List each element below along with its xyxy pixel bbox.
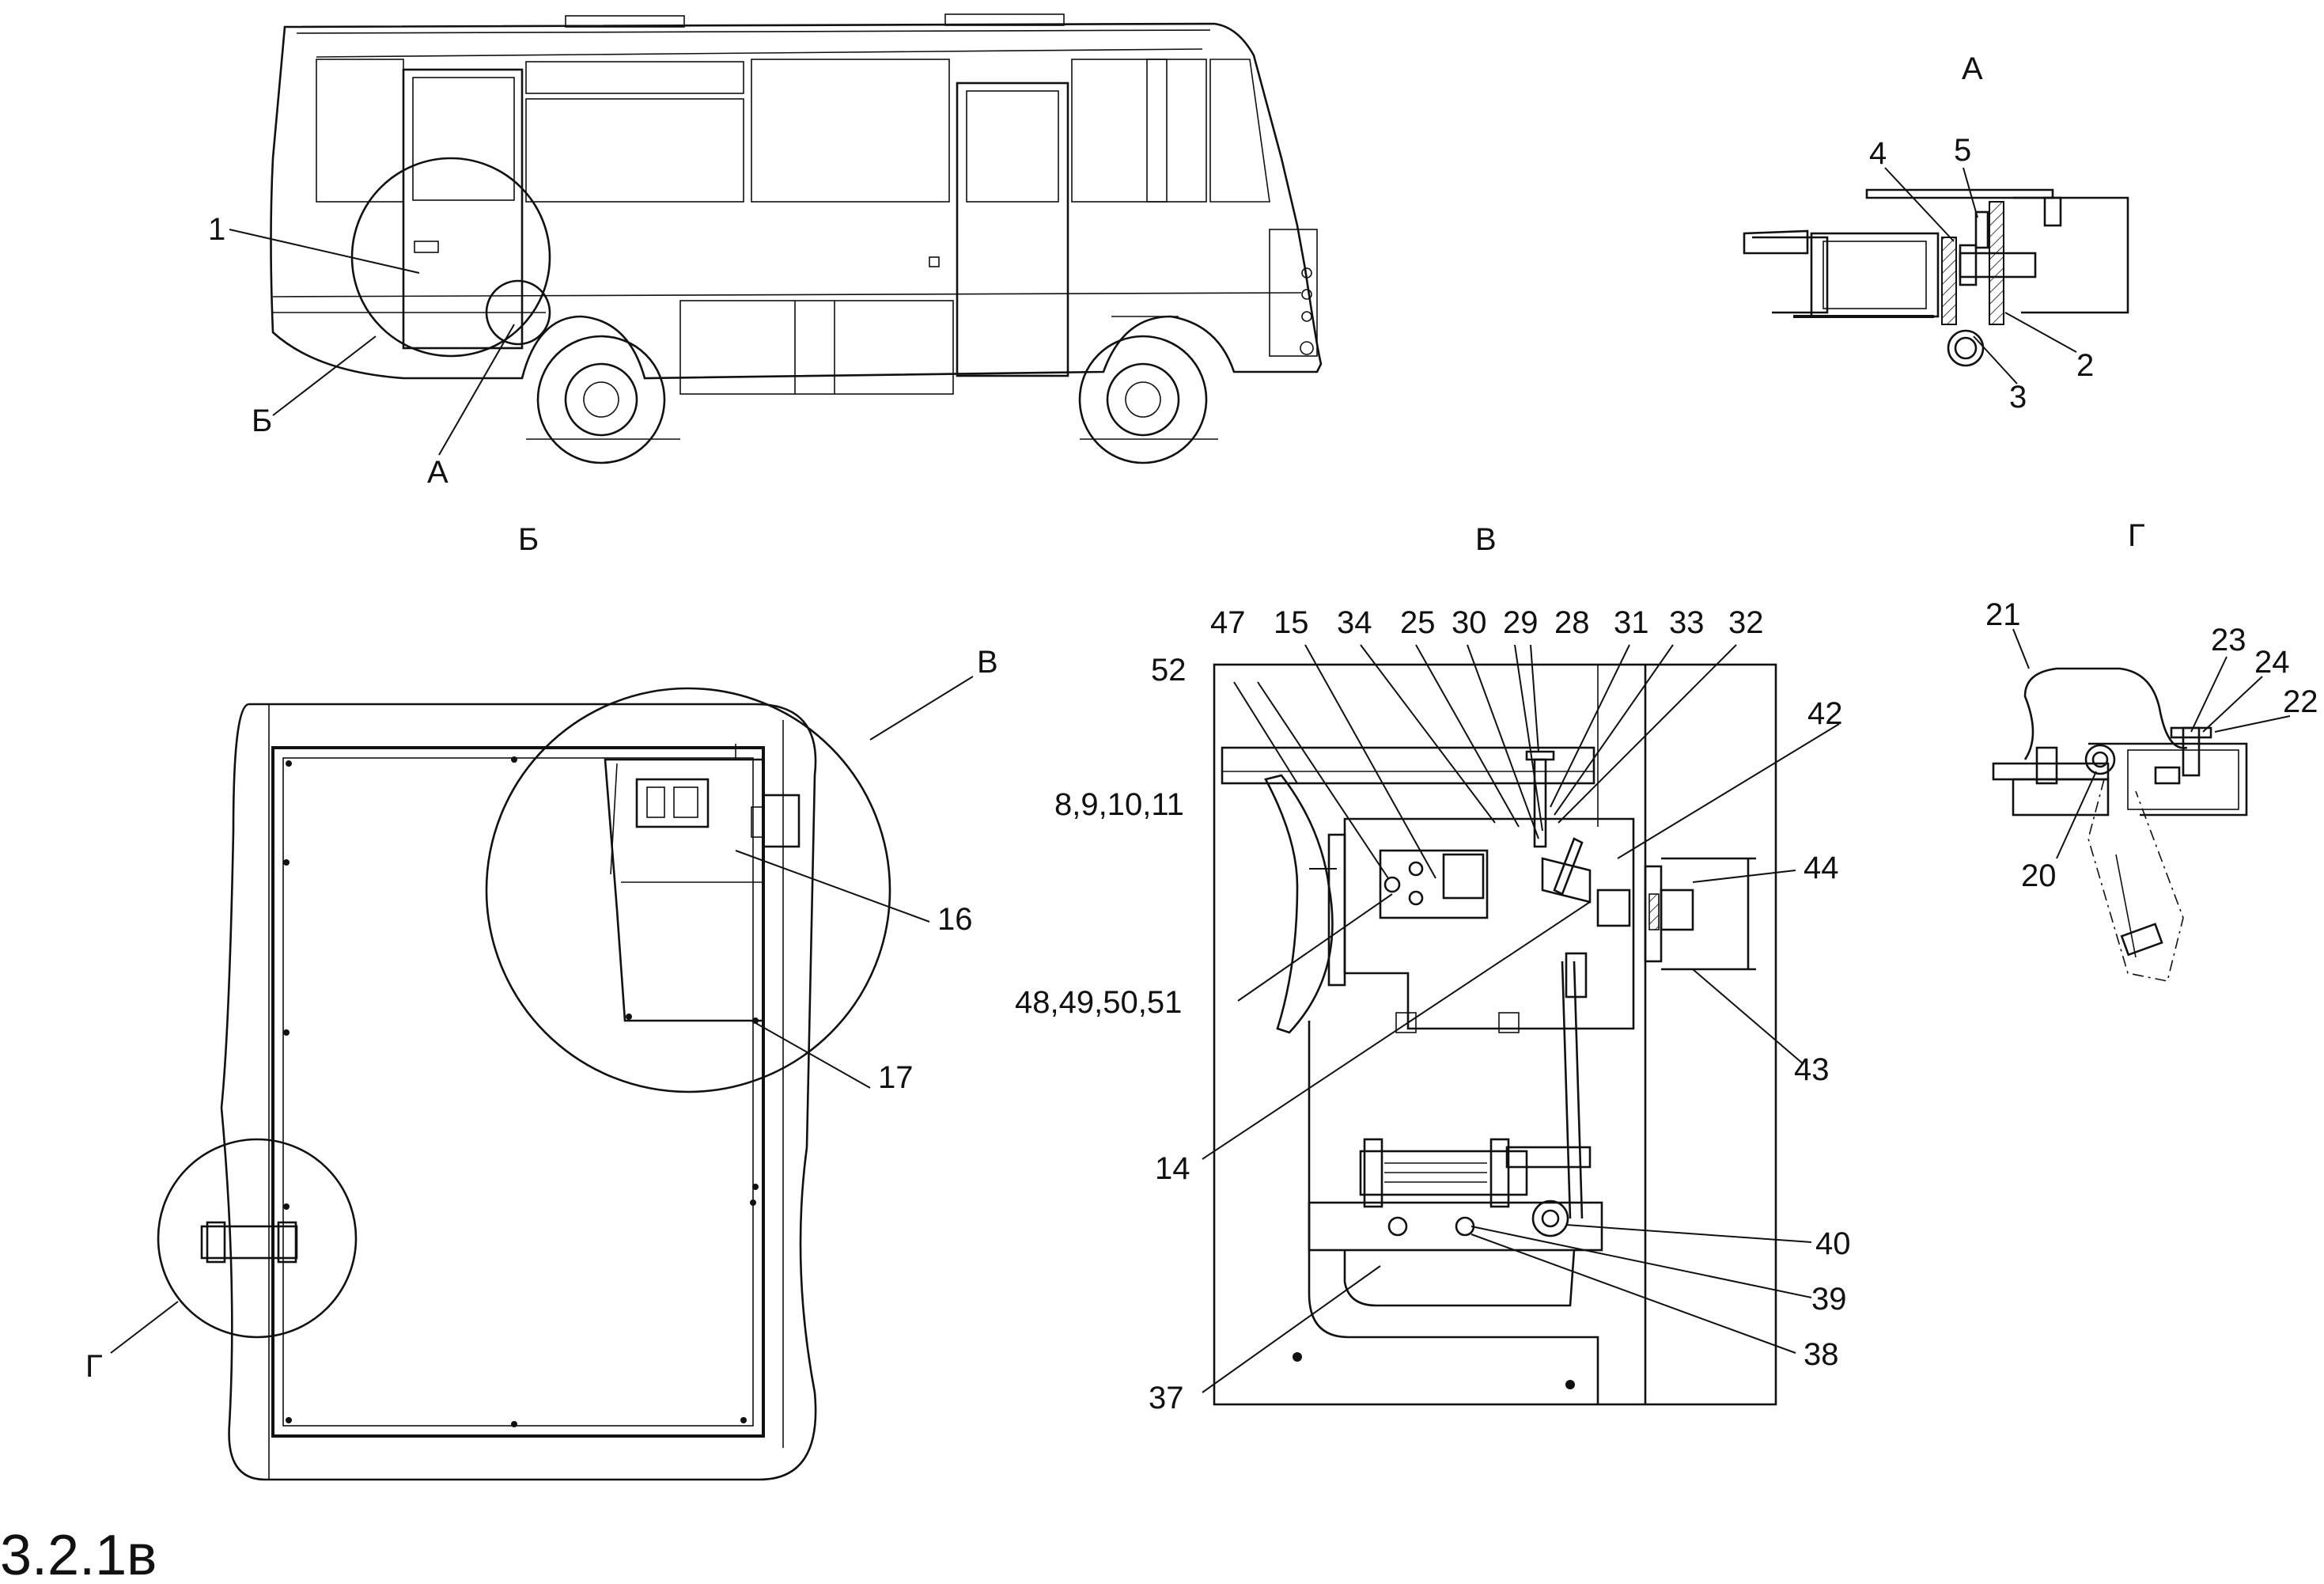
view-v-callout-30: 30: [1452, 605, 1487, 640]
view-v-callout-48-51: 48,49,50,51: [1015, 985, 1182, 1020]
view-v-callout-37: 37: [1149, 1381, 1184, 1415]
detail-a-callout-5: 5: [1954, 133, 1971, 168]
view-v-callout-33: 33: [1669, 605, 1705, 640]
view-b-callout-g: Г: [85, 1349, 103, 1384]
view-v-callout-28: 28: [1554, 605, 1590, 640]
view-v-callout-25: 25: [1400, 605, 1436, 640]
view-g-title: Г: [2128, 518, 2145, 553]
view-v-callout-34: 34: [1337, 605, 1372, 640]
view-v-callout-8-11: 8,9,10,11: [1054, 787, 1184, 822]
view-v-callout-47: 47: [1210, 605, 1246, 640]
view-v-callout-29: 29: [1503, 605, 1539, 640]
view-v-callout-39: 39: [1811, 1282, 1847, 1317]
figure-number: 3.2.1в: [0, 1524, 157, 1580]
view-b-callout-16: 16: [937, 902, 973, 937]
view-g-callout-22: 22: [2283, 684, 2318, 719]
view-g-callout-23: 23: [2211, 623, 2246, 657]
view-v-callout-40: 40: [1815, 1226, 1851, 1261]
view-b-title: Б: [518, 522, 539, 557]
view-v-callout-52: 52: [1151, 653, 1187, 688]
view-v-callout-44: 44: [1804, 851, 1839, 885]
bus-side-view: 1 Б А: [208, 13, 1323, 490]
view-g-hinge: Г 21 23 24 22 20: [1985, 518, 2318, 982]
callout-b: Б: [252, 404, 272, 438]
view-g-callout-21: 21: [1985, 597, 2021, 632]
view-b-callout-17: 17: [878, 1060, 914, 1095]
view-b-callout-v: В: [977, 645, 998, 680]
view-v-callout-32: 32: [1728, 605, 1764, 640]
detail-a-callout-4: 4: [1869, 136, 1887, 171]
view-v-callout-43: 43: [1794, 1052, 1830, 1087]
view-v-callout-31: 31: [1614, 605, 1649, 640]
view-v-callout-42: 42: [1807, 696, 1843, 731]
view-g-callout-20: 20: [2021, 858, 2057, 893]
view-v-callout-38: 38: [1804, 1337, 1839, 1372]
view-v-lock-mechanism: В: [1015, 522, 1851, 1415]
view-b-rear-door: Б: [85, 522, 998, 1481]
callout-a: А: [427, 455, 449, 490]
detail-a-callout-2: 2: [2076, 348, 2094, 383]
view-v-callout-15: 15: [1274, 605, 1309, 640]
view-v-callout-14: 14: [1155, 1151, 1190, 1186]
view-v-title: В: [1475, 522, 1497, 557]
detail-a-title: А: [1962, 51, 1983, 86]
callout-1: 1: [208, 212, 225, 247]
detail-a: А 4 5 2 3: [1743, 51, 2129, 415]
view-g-callout-24: 24: [2254, 645, 2290, 680]
detail-a-callout-3: 3: [2009, 380, 2027, 415]
